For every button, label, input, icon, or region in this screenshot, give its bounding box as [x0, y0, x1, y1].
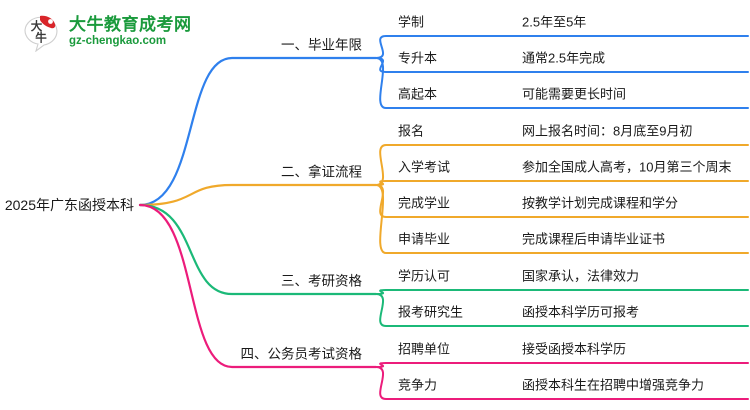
mindmap-leaf-label-2-4: 申请毕业: [398, 231, 451, 247]
mindmap-leaf-label-2-1: 报名: [398, 123, 425, 139]
mindmap-connector: [375, 366, 749, 400]
mindmap-connector: [138, 56, 378, 207]
mindmap-leaf-label-2-3: 完成学业: [398, 195, 451, 211]
mindmap-connector: [375, 184, 749, 254]
mindmap-leaf-label-1-1: 学制: [398, 14, 425, 30]
logo-domain: gz-chengkao.com: [69, 35, 167, 48]
mindmap-connector: [375, 35, 749, 59]
mindmap-branch-4: 四、公务员考试资格: [240, 346, 363, 362]
mindmap-leaf-label-3-2: 报考研究生: [398, 304, 464, 320]
mindmap-leaf-label-2-2: 入学考试: [398, 159, 451, 175]
mindmap-leaf-value-3-1: 国家承认，法律效力: [522, 268, 640, 284]
mindmap-branch-1: 一、毕业年限: [281, 37, 362, 53]
mindmap-leaf-label-4-2: 竞争力: [398, 377, 438, 393]
mindmap-leaf-value-2-2: 参加全国成人高考，10月第三个周末: [522, 159, 732, 175]
mindmap-root-node: 2025年广东函授本科: [4, 197, 134, 213]
mindmap-leaf-value-4-2: 函授本科生在招聘中增强竞争力: [522, 377, 705, 393]
mindmap-connector: [375, 180, 749, 186]
site-logo: 大 牛 大牛教育成考网 gz-chengkao.com: [22, 12, 192, 53]
mindmap-leaf-value-1-3: 可能需要更长时间: [522, 86, 627, 102]
mindmap-connector: [138, 203, 378, 296]
mindmap-leaf-value-3-2: 函授本科学历可报考: [522, 304, 640, 320]
mindmap-leaf-label-4-1: 招聘单位: [398, 341, 451, 357]
mindmap-leaf-label-1-3: 高起本: [398, 86, 438, 102]
mindmap-connector: [375, 293, 749, 327]
mindmap-branch-2: 二、拿证流程: [281, 164, 362, 180]
mindmap-leaf-value-1-2: 通常2.5年完成: [522, 50, 606, 66]
logo-title: 大牛教育成考网: [69, 15, 192, 35]
mindmap-leaf-value-1-1: 2.5年至5年: [522, 14, 587, 30]
mindmap-connector: [138, 183, 378, 207]
mindmap-connector: [375, 362, 749, 368]
mindmap-edges: [138, 35, 749, 400]
mindmap-leaf-label-1-2: 专升本: [398, 50, 438, 66]
mindmap-leaf-value-2-3: 按教学计划完成课程和学分: [522, 195, 679, 211]
logo-mark-icon: 大 牛: [22, 12, 62, 53]
mindmap-connector: [375, 144, 749, 186]
mindmap-connector: [138, 203, 378, 369]
mindmap-leaf-value-2-4: 完成课程后申请毕业证书: [522, 231, 666, 247]
svg-text:牛: 牛: [35, 31, 47, 45]
svg-text:大: 大: [31, 19, 43, 33]
mindmap-connector: [375, 289, 749, 295]
mindmap-leaf-value-2-1: 网上报名时间：8月底至9月初: [522, 123, 693, 139]
mindmap-leaf-label-3-1: 学历认可: [398, 268, 451, 284]
mindmap-connector: [375, 57, 749, 109]
mindmap-leaf-value-4-1: 接受函授本科学历: [522, 341, 627, 357]
mindmap-branch-3: 三、考研资格: [281, 273, 362, 289]
